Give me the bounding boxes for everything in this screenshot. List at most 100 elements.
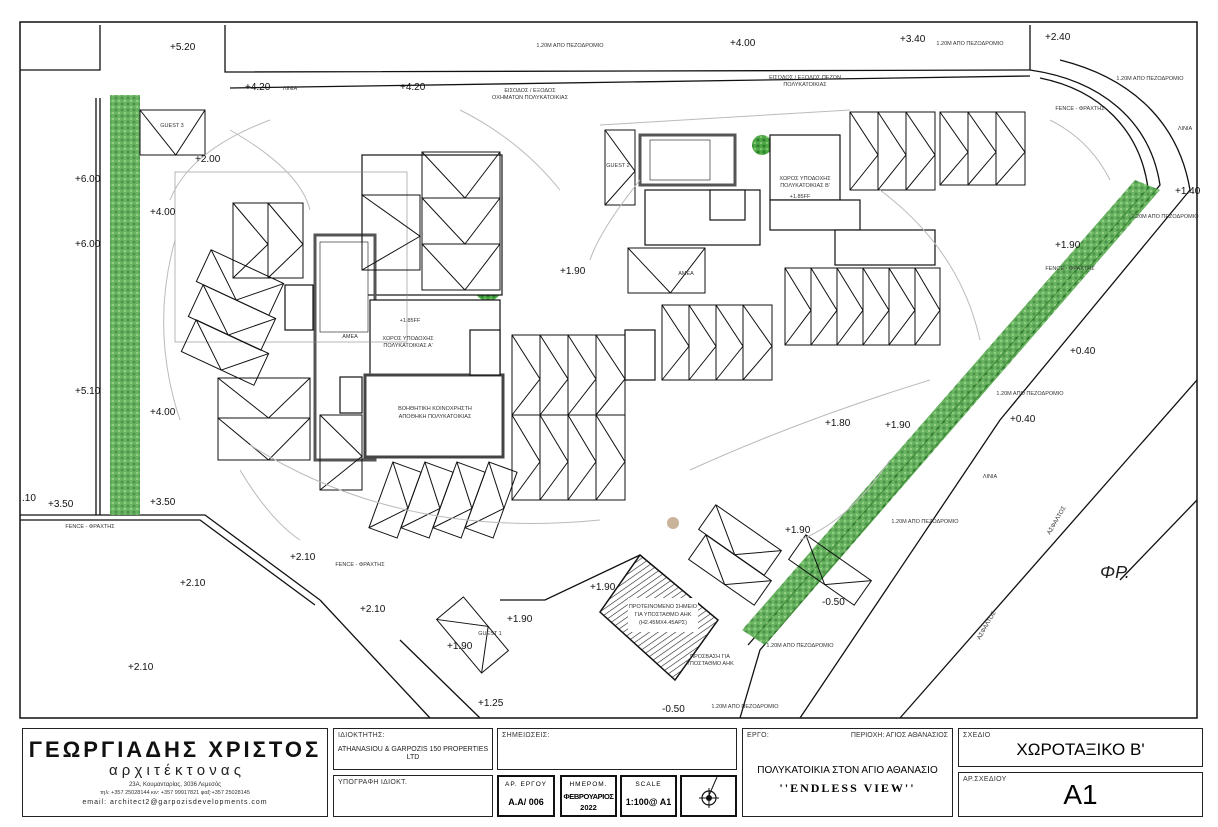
property-boundaries [20, 25, 1198, 719]
north-arrow-icon [699, 776, 719, 808]
elevation-label: +6.00 [75, 239, 101, 250]
drawing-number: A1 [1063, 779, 1098, 810]
parking-stalls [139, 109, 1026, 674]
parking-stall [361, 194, 421, 271]
scale-label: SCALE [635, 781, 662, 788]
drawing-frame [19, 21, 1198, 719]
storage-label: ΑΠΟΘΗΚΗ ΠΟΛΥΚΑΤΟΙΚΙΑΣ [399, 414, 472, 420]
owner-box: ΙΔΙΟΚΤΗΤΗΣ: ATHANASIOU & GARPOZIS 150 PR… [333, 728, 493, 770]
elevation-label: +2.00 [195, 154, 221, 165]
elevation-label: +6.00 [75, 174, 101, 185]
drawing-number-box: ΑΡ.ΣΧΕΔΙΟΥ A1 [958, 772, 1203, 817]
accessible-label: ΑΜΕΑ [342, 334, 358, 340]
elevation-label: +1.90 [447, 641, 473, 652]
vehicle-entrance-label: ΟΧΗΜΑΤΩΝ ΠΟΛΥΚΑΤΟΙΚΙΑΣ [492, 95, 569, 101]
parking-stall [688, 304, 717, 381]
parking-stall [715, 304, 744, 381]
setback-note: 1.20Μ ΑΠΟ ΠΕΖΟΔΡΟΜΙΟ [891, 519, 959, 525]
parking-stall [319, 414, 363, 491]
parking-stall [849, 111, 879, 191]
elevation-label: +1.90 [590, 582, 616, 593]
parking-stall [421, 243, 501, 291]
stairs [319, 139, 711, 333]
parking-stall [627, 247, 706, 294]
parking-stall [995, 111, 1026, 186]
project-number-box: ΑΡ. ΕΡΓΟΥ Α.Α/ 006 [497, 775, 555, 817]
reception-b-label: ΠΟΛΥΚΑΤΟΙΚΙΑΣ Β' [780, 183, 830, 189]
guest-stall-label: GUEST 1 [478, 631, 501, 637]
substation-label-bg [628, 598, 698, 632]
elevation-label: +4.00 [730, 38, 756, 49]
parking-stall [217, 417, 311, 461]
setback-note: 1.20Μ ΑΠΟ ΠΕΖΟΔΡΟΜΙΟ [536, 43, 604, 49]
parking-stall [687, 534, 773, 606]
area-label: ΠΕΡΙΟΧΗ: ΑΓΙΟΣ ΑΘΑΝΑΣΙΟΣ [850, 732, 948, 739]
project-title: ΠΟΛΥΚΑΤΟΙΚΙΑ ΣΤΟΝ ΑΓΙΟ ΑΘΑΝΑΣΙΟ [757, 765, 938, 776]
notes-label: ΣΗΜΕΙΩΣΕΙΣ: [502, 732, 550, 739]
drawing-title: ΧΩΡΟΤΑΞΙΚΟ Β' [1016, 740, 1145, 759]
substation-access-label: ΥΠΟΣΤΑΘΜΟ ΑΗΚ [686, 661, 734, 667]
elevation-label: +1.90 [1055, 240, 1081, 251]
architect-email[interactable]: email: architect2@garpozisdevelopments.c… [82, 799, 268, 806]
elevation-label: +1.25 [478, 698, 504, 709]
setback-note: 1.20Μ ΑΠΟ ΠΕΖΟΔΡΟΜΙΟ [766, 643, 834, 649]
parking-stall [368, 461, 422, 539]
parking-stall [539, 334, 569, 416]
parking-stall [539, 414, 569, 501]
line-label: ΛΙΝΙΑ [283, 86, 298, 92]
parking-stall [877, 111, 907, 191]
tree-icon [752, 135, 772, 155]
project-label: ΕΡΓΟ: [747, 732, 770, 739]
reception-b-level: +1.85FF [790, 194, 811, 200]
parking-stall [567, 334, 597, 416]
parking-stall [400, 461, 454, 539]
elevation-label: +2.10 [290, 552, 316, 563]
parking-stall [595, 334, 626, 416]
parking-stall [232, 202, 269, 279]
elevation-label: +0.40 [1010, 414, 1036, 425]
project-number-label: ΑΡ. ΕΡΓΟΥ [505, 781, 547, 788]
elevation-label: +2.40 [1045, 32, 1071, 43]
scale-value: 1:100@ A1 [625, 797, 672, 807]
elevation-label: +2.10 [128, 662, 154, 673]
parking-stall [435, 596, 510, 674]
elevation-label: +2.10 [360, 604, 386, 615]
parking-stall [195, 249, 285, 316]
parking-stall [595, 414, 626, 501]
parking-stall [567, 414, 597, 501]
owner-label: ΙΔΙΟΚΤΗΤΗΣ: [338, 732, 385, 739]
elevation-label: +5.20 [170, 42, 196, 53]
drawing-title-box: ΣΧΕΔΙΟ ΧΩΡΟΤΑΞΙΚΟ Β' [958, 728, 1203, 767]
parking-stall [464, 461, 518, 539]
elevation-markers: +5.20+4.20+4.20+4.00+3.40+2.40+2.00+6.00… [22, 32, 1201, 715]
architect-name: ΓΕΩΡΓΙΑΔΗΣ ΧΡΙΣΤΟΣ [28, 737, 322, 762]
elevation-label: +1.90 [785, 525, 811, 536]
notes-box: ΣΗΜΕΙΩΣΕΙΣ: [497, 728, 737, 770]
parking-stall [967, 111, 997, 186]
substation-access-label: ΠΡΟΣΒΑΣΗ ΓΙΑ [690, 654, 730, 660]
asphalt-label: ΑΣΦΑΛΤΟΣ [977, 610, 998, 641]
drawing-number-label: ΑΡ.ΣΧΕΔΙΟΥ [963, 776, 1007, 783]
parking-stall [661, 304, 690, 381]
fence-label: FENCE - ΦΡΑΧΤΗΣ [1045, 266, 1095, 272]
elevation-label: +4.00 [150, 407, 176, 418]
parking-stall [862, 267, 890, 346]
project-box: ΕΡΓΟ: ΠΕΡΙΟΧΗ: ΑΓΙΟΣ ΑΘΑΝΑΣΙΟΣ ΠΟΛΥΚΑΤΟΙ… [742, 728, 953, 817]
elevation-label: +1.80 [825, 418, 851, 429]
architect-title: α ρ χ ι τ έ κ τ ο ν α ς [108, 762, 242, 779]
fence-label: FENCE - ΦΡΑΧΤΗΣ [65, 524, 115, 530]
elevation-label: +3.50 [48, 499, 74, 510]
setback-note: 1.20Μ ΑΠΟ ΠΕΖΟΔΡΟΜΙΟ [936, 41, 1004, 47]
signature-label: ΥΠΟΓΡΑΦΗ ΙΔΙΟΚΤ. [338, 779, 408, 786]
parking-stall [836, 267, 864, 346]
elevation-label: +4.20 [245, 82, 271, 93]
architect-phones: τηλ: +357 25028144 κιν: +357 99917821 φα… [100, 790, 250, 796]
parking-stall [810, 267, 838, 346]
substation-label: ΓΙΑ ΥΠΟΣΤΑΘΜΟ ΑΗΚ [635, 612, 692, 618]
elevation-label: +1.90 [885, 420, 911, 431]
reception-a-level: +1.85FF [400, 318, 421, 324]
parking-stall [217, 377, 311, 419]
project-subtitle: ''ENDLESS VIEW'' [779, 781, 916, 795]
parking-stall [604, 129, 636, 206]
guest-stall-label: GUEST 2 [606, 163, 629, 169]
